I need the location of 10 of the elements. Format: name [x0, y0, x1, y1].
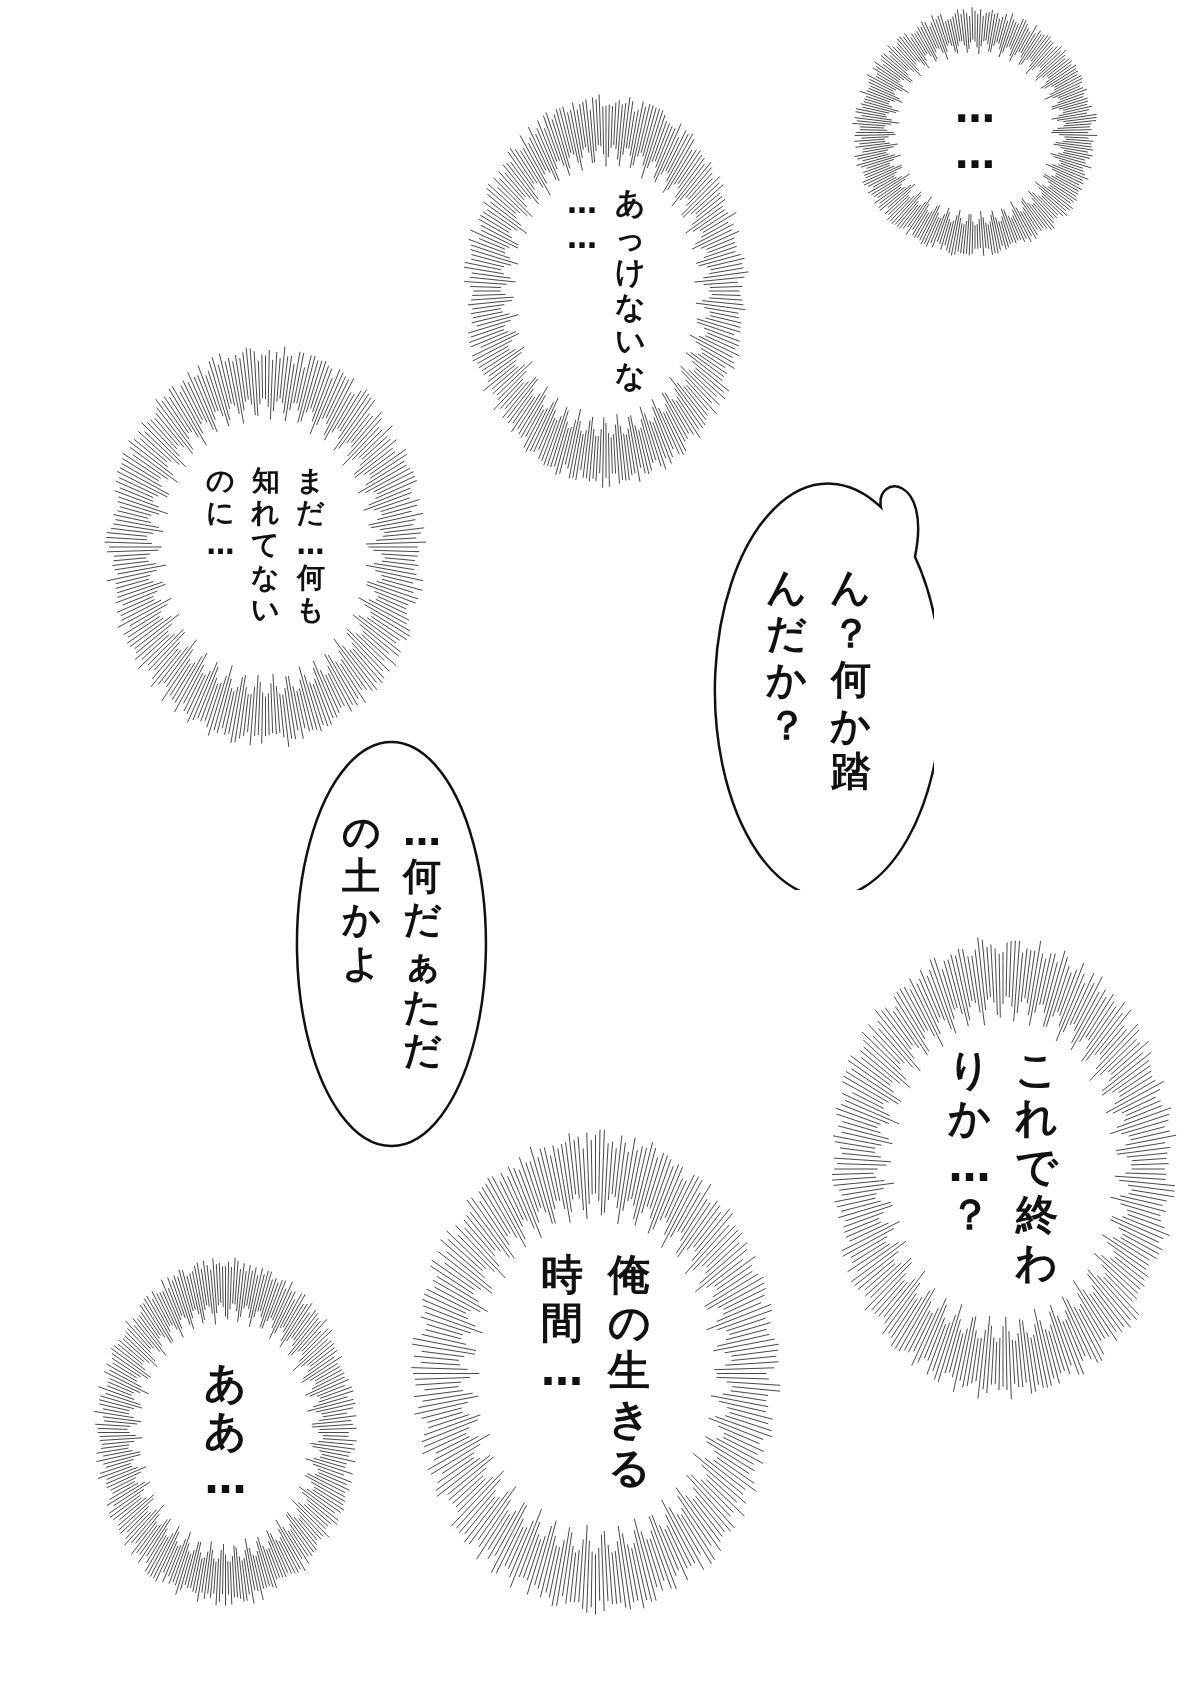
dialogue-text: ああ…	[203, 1358, 248, 1505]
dialogue-text: あっけないな……	[566, 185, 647, 394]
dialogue-text: まだ…何も知れてないのに…	[205, 464, 326, 628]
dialogue-text: ん？何か踏んだか？	[765, 564, 872, 796]
speech-bubble	[295, 740, 488, 1148]
burst-bubble	[461, 91, 751, 491]
dialogue-text: ……	[954, 84, 996, 179]
dialogue-text: …何だぁただの土かよ	[340, 810, 443, 1074]
dialogue-text: 俺の生きる時間…	[540, 1250, 652, 1494]
dialogue-text: これで終わりか…？	[947, 1046, 1060, 1290]
